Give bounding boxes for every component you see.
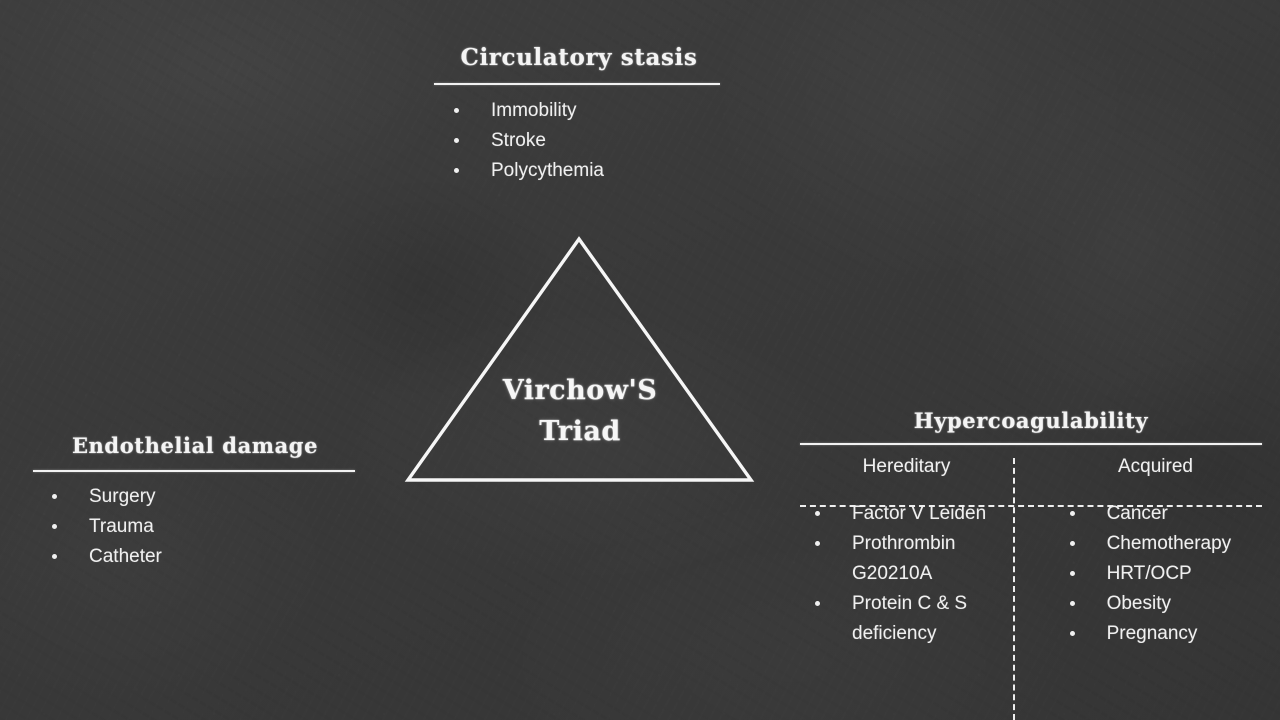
bullet-dot [1069,601,1075,606]
bullet-dot [1069,541,1075,546]
list-item: Polycythemia [454,156,724,186]
list-item-label: Prothrombin G20210A [852,533,956,584]
list-item: Protein C & S deficiency [815,589,1007,649]
acquired-list: Cancer Chemotherapy HRT/OCP Obesity Preg… [1055,499,1262,649]
list-item-label: Factor V Leiden [852,503,987,524]
column-vertical-divider [1013,458,1015,720]
endothelial-damage-list: Surgery Trauma Catheter [33,482,357,572]
list-item: Catheter [52,542,357,572]
bullet-dot [52,554,57,559]
bullet-dot [815,511,820,516]
list-item-label: Stroke [491,130,546,151]
list-item-label: Polycythemia [491,160,604,181]
bullet-dot [1069,511,1075,516]
bullet-dot [52,494,57,499]
list-item: Surgery [52,482,357,512]
list-item-label: Trauma [89,516,154,537]
bullet-dot [454,108,459,113]
hereditary-list: Factor V Leiden Prothrombin G20210A Prot… [800,499,1007,649]
triangle-outline [404,236,755,482]
list-item: Pregnancy [1069,619,1262,649]
list-item-label: Pregnancy [1106,623,1198,644]
list-item-label: Immobility [491,100,577,121]
column-header-hereditary: Hereditary [862,456,951,477]
hypercoagulability-column-headers: Hereditary Acquired [800,447,1262,487]
bullet-dot [1069,571,1075,576]
column-header-dashed-separator [800,505,1262,507]
circulatory-stasis-underline [434,83,720,85]
circulatory-stasis-heading: Circulatory stasis [460,44,698,71]
list-item: Obesity [1069,589,1262,619]
list-item-label: Catheter [89,546,162,567]
list-item-label: Protein C & S deficiency [852,593,968,644]
column-gap [1013,447,1049,487]
circulatory-stasis-list: Immobility Stroke Polycythemia [434,96,724,186]
endothelial-damage-rule-wrap [33,458,357,478]
column-header-acquired: Acquired [1118,456,1193,477]
bullet-dot [454,138,459,143]
list-item-label: Cancer [1106,503,1168,524]
hypercoagulability-heading: Hypercoagulability [913,408,1149,433]
hypercoagulability-underline [800,443,1262,445]
list-item: Chemotherapy [1069,529,1262,559]
column-gap [1007,499,1054,649]
bullet-dot [815,541,820,546]
bullet-dot [815,601,820,606]
list-item-label: Surgery [89,486,156,507]
list-item-label: Chemotherapy [1106,533,1232,554]
list-item: Stroke [454,126,724,156]
bullet-dot [52,524,57,529]
bullet-dot [454,168,459,173]
list-item-label: HRT/OCP [1106,563,1192,584]
list-item: Prothrombin G20210A [815,529,1007,589]
endothelial-damage-heading: Endothelial damage [71,433,319,458]
section-hypercoagulability: Hypercoagulability Hereditary Acquired F… [800,408,1262,720]
bullet-dot [1069,631,1075,636]
list-item-label: Obesity [1106,593,1171,614]
circulatory-stasis-rule-wrap [434,71,724,91]
section-circulatory-stasis: Circulatory stasis Immobility Stroke Pol… [434,44,724,186]
triangle-label-line-2: Triad [539,416,621,447]
triangle-label: Virchow'S Triad [440,370,720,452]
list-item: Cancer [1069,499,1262,529]
endothelial-damage-underline [33,470,355,472]
list-item: Trauma [52,512,357,542]
list-item: Factor V Leiden [815,499,1007,529]
hypercoagulability-columns: Factor V Leiden Prothrombin G20210A Prot… [800,499,1262,649]
hypercoagulability-rule-wrap [800,433,1262,447]
list-item: Immobility [454,96,724,126]
list-item: HRT/OCP [1069,559,1262,589]
section-endothelial-damage: Endothelial damage Surgery Trauma Cathet… [33,433,357,572]
triangle-label-line-1: Virchow'S [502,375,658,406]
